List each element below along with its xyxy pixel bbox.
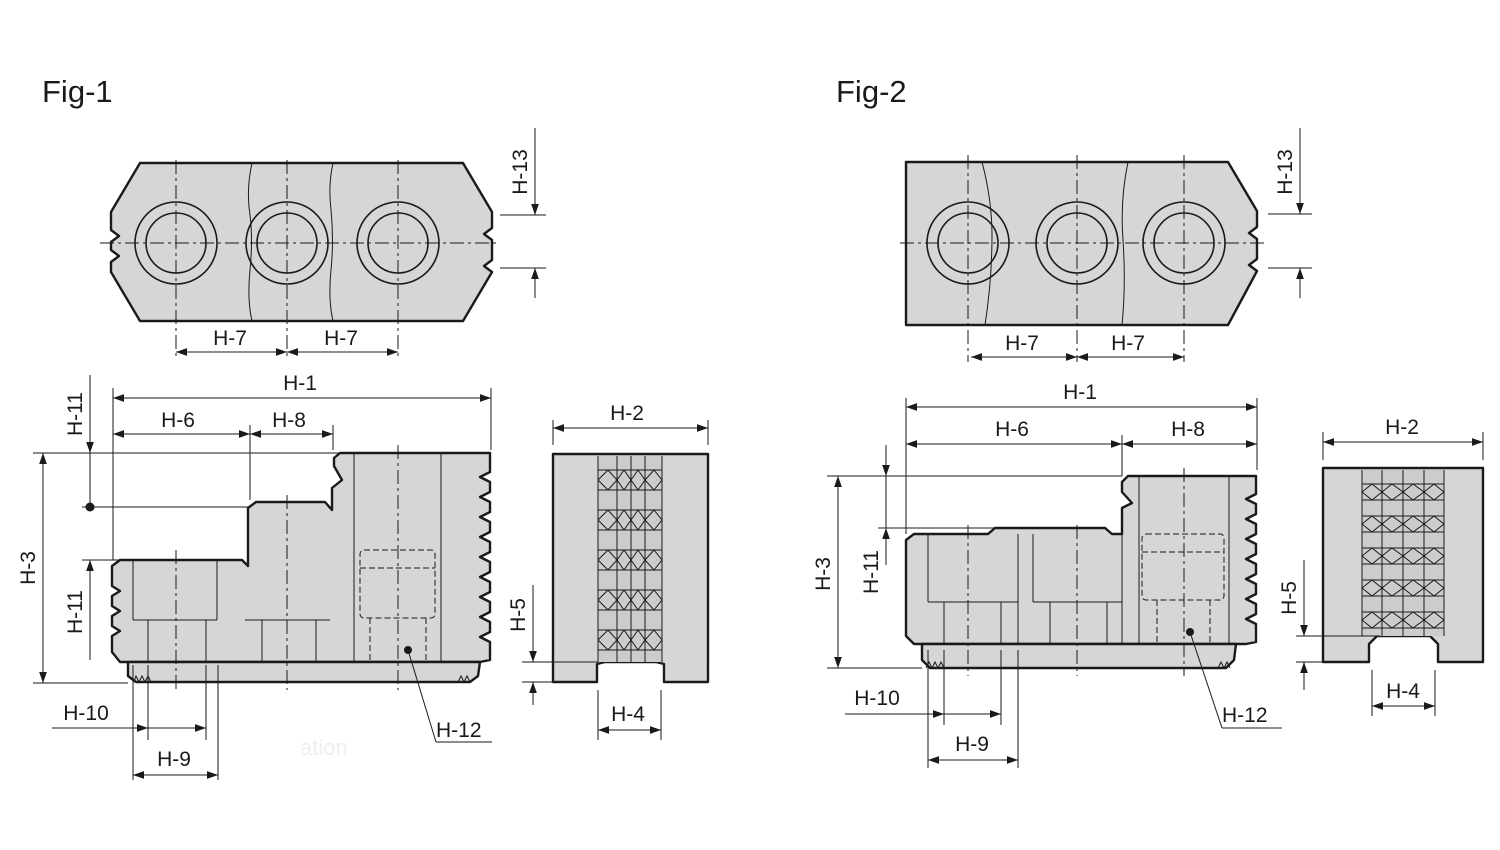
fig1-end-view: H-2 H-4 H-5 (507, 402, 710, 740)
fig2-group: Fig-2 H-7 H-7 H-13 (812, 74, 1485, 768)
fig2-h7b-label: H-7 (1111, 332, 1145, 355)
fig2-h12-label: H-12 (1222, 704, 1268, 727)
fig2-h8-label: H-8 (1171, 418, 1205, 441)
fig1-h9-label: H-9 (157, 748, 191, 771)
fig2-h10-label: H-10 (854, 687, 900, 710)
fig1-h3-label: H-3 (17, 551, 40, 585)
fig1-h4-label: H-4 (611, 703, 645, 726)
fig1-h8-label: H-8 (272, 409, 306, 432)
fig1-top-view: H-7 H-7 H-13 (100, 128, 546, 360)
fig1-h11a-label: H-11 (64, 392, 87, 436)
fig2-h13-label: H-13 (1274, 149, 1297, 195)
fig2-h4-label: H-4 (1386, 680, 1420, 703)
fig1-h6-label: H-6 (161, 409, 195, 432)
fig1-h7b-label: H-7 (324, 327, 358, 350)
fig2-title: Fig-2 (836, 74, 907, 109)
fig1-h7a-label: H-7 (213, 327, 247, 350)
fig2-top-view: H-7 H-7 H-13 (900, 128, 1312, 362)
fig1-h10-label: H-10 (63, 702, 109, 725)
fig2-h9-label: H-9 (955, 733, 989, 756)
fig1-h2-label: H-2 (610, 402, 644, 425)
fig1-h12-label: H-12 (436, 719, 482, 742)
fig2-h3-label: H-3 (812, 557, 835, 591)
fig2-end-view: H-2 H-4 H-5 (1278, 416, 1485, 716)
fig2-h5-label: H-5 (1278, 581, 1301, 615)
fig2-h7a-label: H-7 (1005, 332, 1039, 355)
fig2-h6-label: H-6 (995, 418, 1029, 441)
fig2-h2-label: H-2 (1385, 416, 1419, 439)
fig2-h1-label: H-1 (1063, 381, 1097, 404)
fig1-h5-label: H-5 (507, 598, 530, 632)
fig2-h11-label: H-11 (860, 550, 883, 594)
fig1-h13-label: H-13 (509, 149, 532, 195)
svg-text:ation: ation (300, 735, 348, 760)
fig2-side-view: H-12 H-1 H-6 H-8 H-3 H-11 (812, 381, 1282, 768)
fig1-title: Fig-1 (42, 74, 113, 109)
fig1-h11b-label: H-11 (64, 590, 87, 634)
fig1-group: Fig-1 H-7 H-7 H-13 (17, 74, 710, 780)
fig1-h1-label: H-1 (283, 372, 317, 395)
fig1-side-view: H-12 H-1 H-6 H-8 H-3 H-11 (17, 372, 492, 780)
